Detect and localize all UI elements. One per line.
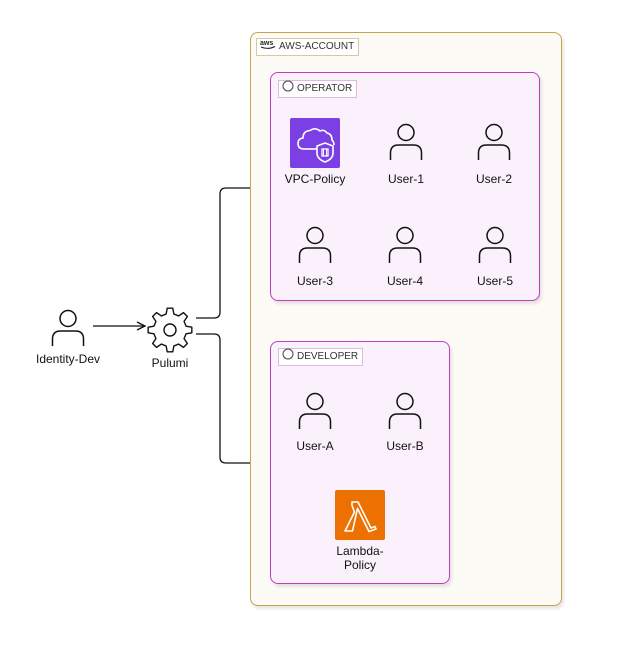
user-4-node[interactable] bbox=[388, 226, 422, 264]
user-5-node[interactable] bbox=[478, 226, 512, 264]
pulumi-to-developer-arrow bbox=[196, 333, 268, 463]
developer-label: DEVELOPER bbox=[297, 351, 359, 362]
pulumi-label: Pulumi bbox=[151, 356, 189, 370]
user-icon bbox=[388, 392, 422, 429]
lambda-policy-node[interactable] bbox=[335, 490, 385, 540]
vpc-shield-cloud-icon bbox=[297, 128, 335, 163]
user-a-node[interactable] bbox=[298, 392, 332, 430]
svg-text:aws: aws bbox=[260, 40, 273, 47]
operator-label: OPERATOR bbox=[297, 83, 353, 94]
developer-tag: DEVELOPER bbox=[278, 348, 364, 366]
user-icon bbox=[298, 392, 332, 429]
user-1-node[interactable] bbox=[389, 123, 423, 161]
identity-dev-label: Identity-Dev bbox=[35, 352, 101, 366]
user-icon bbox=[389, 123, 423, 160]
vpc-policy-label: VPC-Policy bbox=[284, 172, 346, 186]
aws-account-label: AWS-ACCOUNT bbox=[279, 41, 355, 52]
user-icon bbox=[478, 226, 512, 263]
organizational-unit-icon bbox=[282, 348, 294, 366]
lambda-policy-label: Lambda- Policy bbox=[315, 544, 405, 572]
lambda-policy-label-line1: Lambda- bbox=[336, 544, 384, 558]
user-2-label: User-2 bbox=[475, 172, 512, 186]
pulumi-to-operator-arrow bbox=[196, 188, 268, 319]
aws-logo-icon: aws bbox=[260, 38, 276, 56]
user-1-label: User-1 bbox=[387, 172, 424, 186]
user-icon bbox=[388, 226, 422, 263]
developer-ou-group[interactable] bbox=[270, 341, 450, 584]
vpc-policy-node[interactable] bbox=[290, 118, 340, 168]
user-3-node[interactable] bbox=[298, 226, 332, 264]
organizational-unit-icon bbox=[282, 80, 294, 98]
operator-ou-group[interactable] bbox=[270, 72, 540, 301]
user-5-label: User-5 bbox=[476, 274, 513, 288]
user-b-node[interactable] bbox=[388, 392, 422, 430]
user-icon bbox=[51, 309, 85, 346]
lambda-policy-label-line2: Policy bbox=[343, 558, 376, 572]
operator-tag: OPERATOR bbox=[278, 80, 358, 98]
user-icon bbox=[477, 123, 511, 160]
gear-icon bbox=[147, 307, 193, 353]
user-4-label: User-4 bbox=[386, 274, 423, 288]
lambda-icon bbox=[344, 501, 377, 533]
user-b-label: User-B bbox=[386, 439, 424, 453]
user-icon bbox=[298, 226, 332, 263]
identity-dev-node[interactable] bbox=[51, 309, 85, 347]
user-a-label: User-A bbox=[296, 439, 334, 453]
user-3-label: User-3 bbox=[296, 274, 333, 288]
user-2-node[interactable] bbox=[477, 123, 511, 161]
pulumi-node[interactable] bbox=[146, 306, 194, 354]
aws-account-tag: aws AWS-ACCOUNT bbox=[256, 38, 360, 56]
